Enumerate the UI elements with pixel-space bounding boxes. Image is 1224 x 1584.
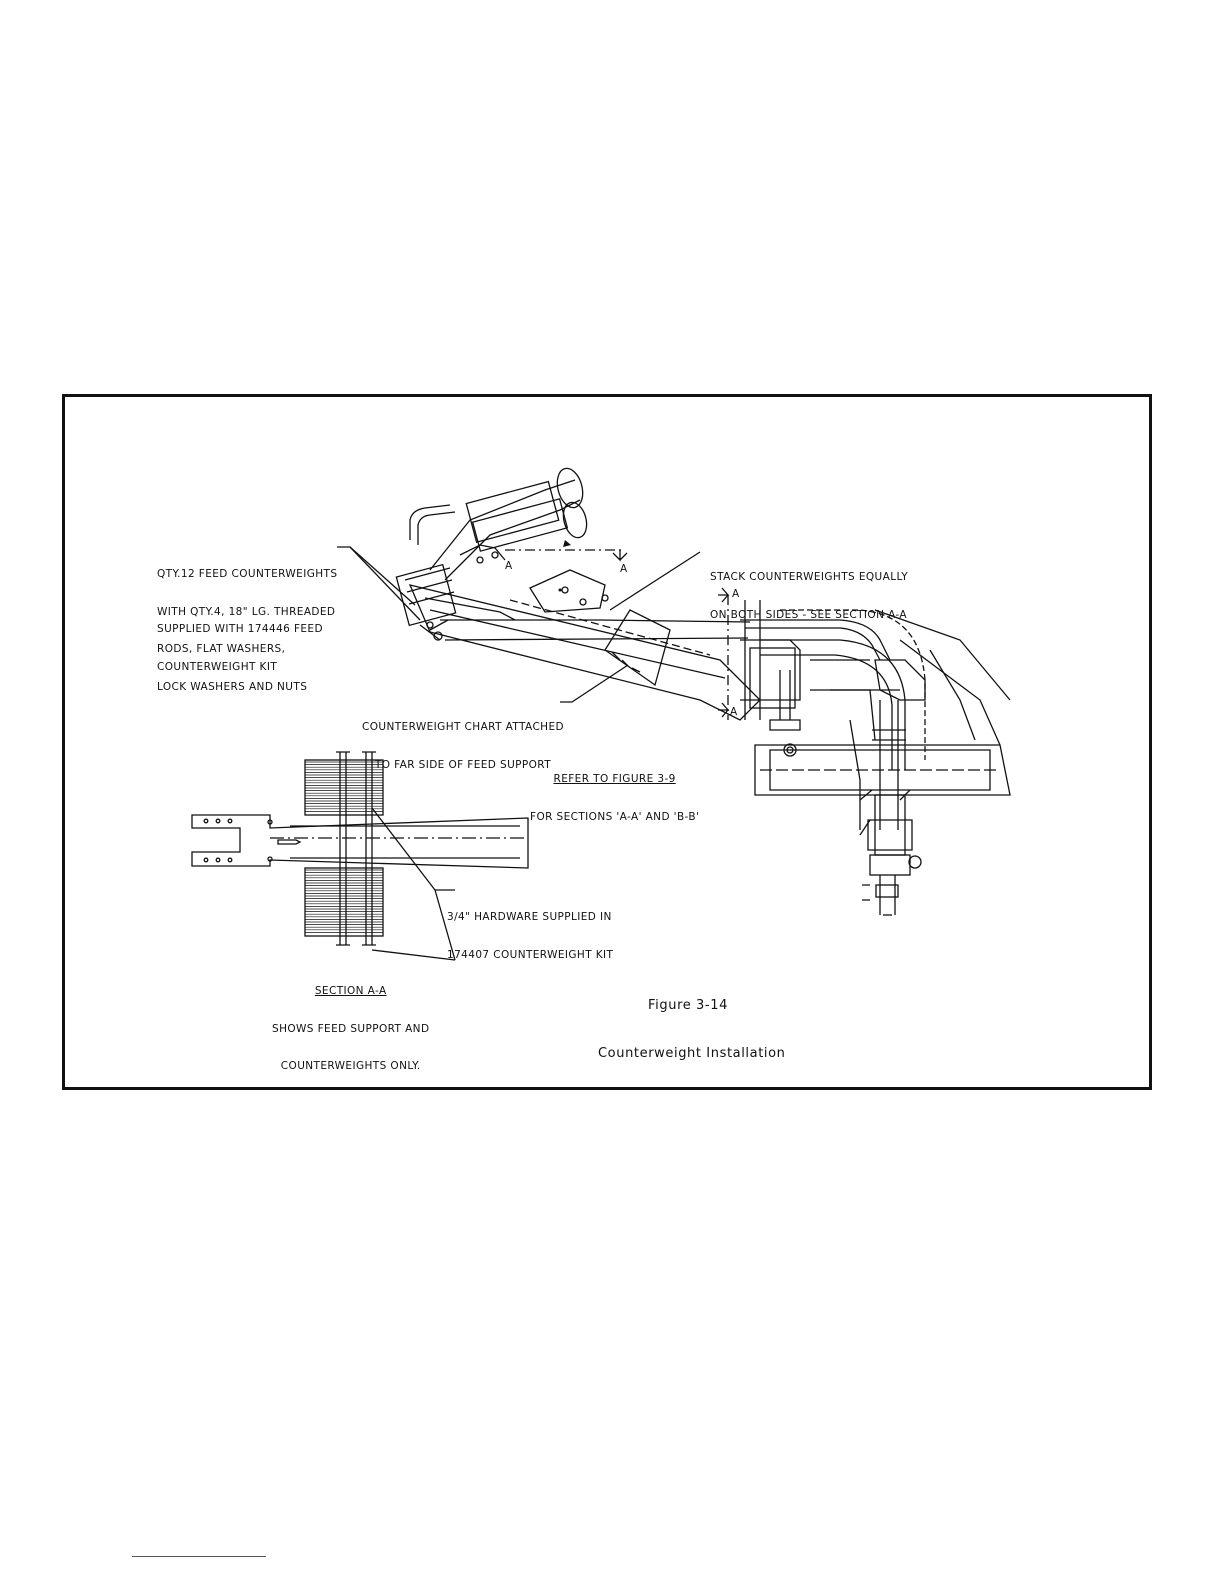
feed-counterweights-line-4: LOCK WASHERS AND NUTS <box>157 680 308 693</box>
counterweight-stack-lines <box>305 761 383 933</box>
section-marker-a-left: A <box>505 560 513 572</box>
hardware-line-1: 3/4" HARDWARE SUPPLIED IN <box>447 911 612 923</box>
counterweight-chart-box <box>604 609 671 687</box>
section-desc-line-1: SHOWS FEED SUPPORT AND <box>272 1022 430 1035</box>
figure-frame <box>62 394 1152 1090</box>
supplied-with-line-2: COUNTERWEIGHT KIT <box>157 660 278 673</box>
stack-line-2: ON BOTH SIDES - SEE SECTION A-A <box>710 608 907 621</box>
mount-housing <box>754 609 1011 796</box>
section-marker-a-right-bottom: A <box>730 706 738 718</box>
waveguide-pipe <box>760 609 926 770</box>
section-title: SECTION A-A <box>314 985 387 997</box>
refer-line-2: FOR SECTIONS 'A-A' AND 'B-B' <box>530 810 700 823</box>
rotary-joint-post <box>859 700 922 916</box>
stack-counterweights-note: STACK COUNTERWEIGHTS EQUALLY ON BOTH SID… <box>710 546 908 634</box>
figure-caption: Figure 3-14 Counterweight Installation <box>598 966 786 1078</box>
figure-number: Figure 3-14 <box>648 998 728 1013</box>
counterweight-plate <box>529 569 609 613</box>
section-a-a-label: SECTION A-A SHOWS FEED SUPPORT AND COUNT… <box>272 960 429 1085</box>
refer-line-1: REFER TO FIGURE 3-9 <box>553 773 676 785</box>
section-line-a-right <box>718 587 730 720</box>
feed-counterweights-line-1: QTY.12 FEED COUNTERWEIGHTS <box>157 568 338 580</box>
feed-counterweights-line-3: RODS, FLAT WASHERS, <box>157 643 286 655</box>
section-marker-a-right-top: A <box>732 588 740 600</box>
footer-rule <box>132 1556 266 1557</box>
feed-counterweights-line-2: WITH QTY.4, 18" LG. THREADED <box>157 605 336 618</box>
feed-counterweights-note: QTY.12 FEED COUNTERWEIGHTS WITH QTY.4, 1… <box>157 543 337 706</box>
hardware-line-2: 174407 COUNTERWEIGHT KIT <box>447 948 614 961</box>
section-marker-a-top: A <box>620 563 628 575</box>
stack-line-1: STACK COUNTERWEIGHTS EQUALLY <box>710 571 909 583</box>
chart-line-1: COUNTERWEIGHT CHART ATTACHED <box>362 721 564 733</box>
figure-title: Counterweight Installation <box>598 1046 786 1061</box>
supplied-with-line-1: SUPPLIED WITH 174446 FEED <box>157 623 323 635</box>
hardware-note: 3/4" HARDWARE SUPPLIED IN 174407 COUNTER… <box>447 886 613 974</box>
section-line-a-top <box>505 549 628 562</box>
refer-note: REFER TO FIGURE 3-9 FOR SECTIONS 'A-A' A… <box>530 748 699 836</box>
section-a-a-view <box>191 751 529 946</box>
chart-line-2: TO FAR SIDE OF FEED SUPPORT <box>374 758 552 771</box>
leader-lines <box>337 546 701 961</box>
counterweight-chart-note: COUNTERWEIGHT CHART ATTACHED TO FAR SIDE… <box>362 696 564 784</box>
section-desc-line-2: COUNTERWEIGHTS ONLY. <box>280 1060 421 1072</box>
supplied-with-note: SUPPLIED WITH 174446 FEED COUNTERWEIGHT … <box>157 598 323 686</box>
